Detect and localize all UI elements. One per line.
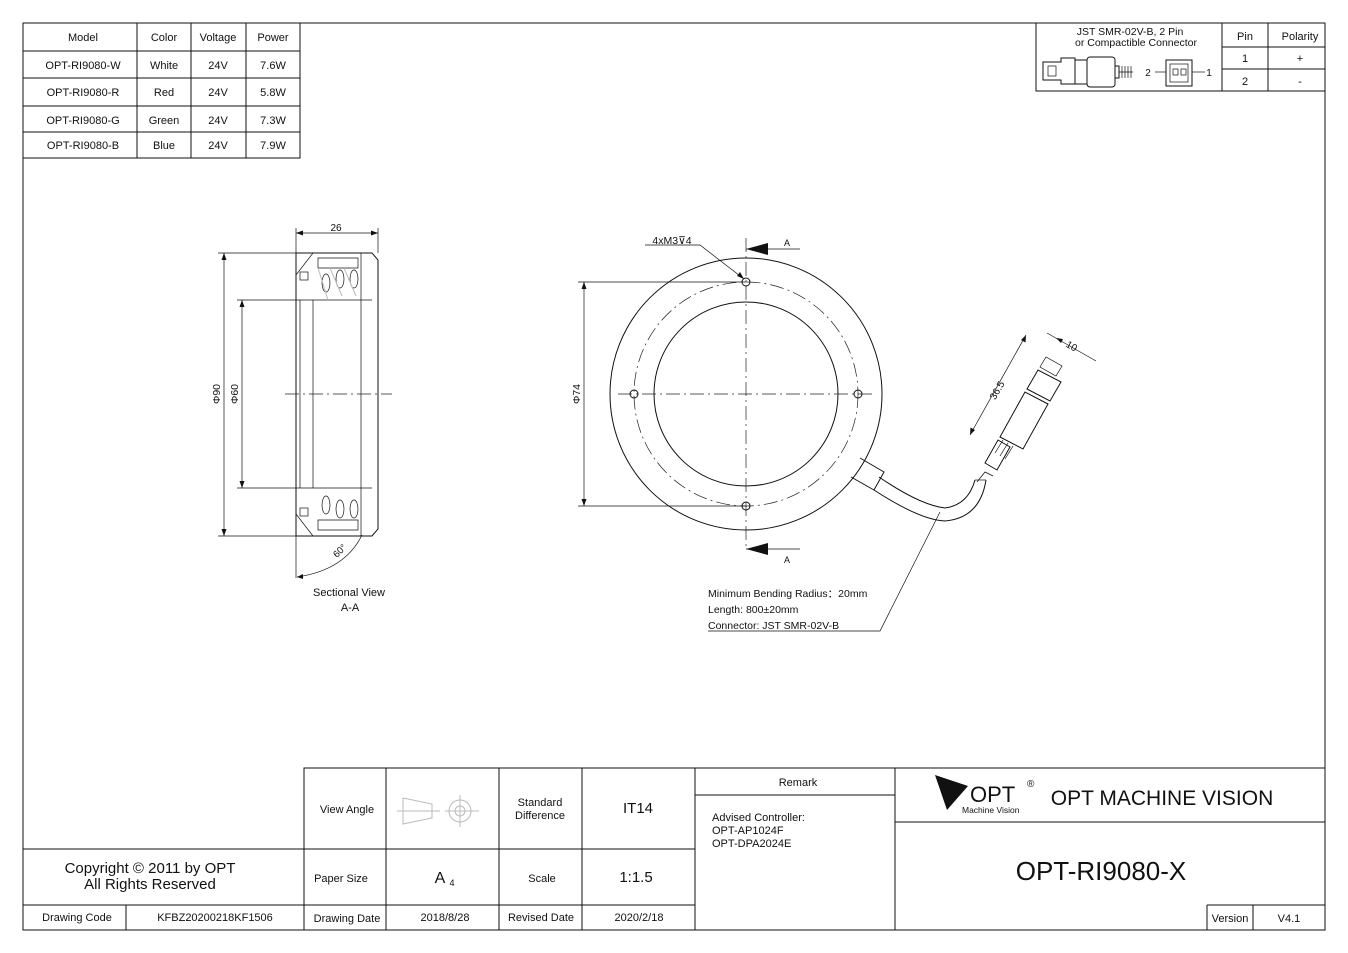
spec-cell: 24V	[208, 115, 228, 127]
spec-cell: OPT-RI9080-W	[45, 60, 121, 72]
paper-size-value: A	[435, 870, 446, 887]
drawing-code-label: Drawing Code	[42, 912, 112, 924]
pin-cell: 1	[1242, 53, 1248, 65]
dim-angle: 60°	[331, 542, 349, 560]
revised-date: 2020/2/18	[615, 912, 664, 924]
drawing-date-label: Drawing Date	[314, 913, 381, 925]
sectional-view-caption: Sectional View	[313, 587, 385, 599]
dim-width-26: 26	[330, 223, 342, 234]
logo-sub: Machine Vision	[962, 805, 1020, 815]
drawing-date: 2018/8/28	[421, 912, 470, 924]
remark-line1: Advised Controller:	[712, 812, 805, 824]
version-label: Version	[1212, 913, 1249, 925]
dim-pcd: Φ74	[571, 384, 583, 404]
connector-pin2-label: 2	[1145, 68, 1151, 79]
connector-sketch-icon	[1042, 56, 1205, 88]
mounting-hole	[853, 389, 863, 399]
spec-cell: White	[150, 60, 178, 72]
spec-cell: Red	[154, 87, 174, 99]
remark-line3: OPT-DPA2024E	[712, 838, 791, 850]
dim-connector-width: 10	[1064, 339, 1080, 354]
model-number: OPT-RI9080-X	[1016, 856, 1187, 886]
remark-label: Remark	[779, 777, 818, 789]
cable-note-length: Length: 800±20mm	[708, 604, 799, 616]
cable-note-bending: Minimum Bending Radius：20mm	[708, 588, 868, 600]
drawing-code: KFBZ20200218KF1506	[157, 912, 273, 924]
front-view	[578, 238, 1097, 632]
remark-line2: OPT-AP1024F	[712, 825, 784, 837]
pin-cell: 2	[1242, 76, 1248, 88]
projection-symbol-icon	[397, 795, 479, 827]
paper-size-label: Paper Size	[314, 873, 368, 885]
spec-header-voltage: Voltage	[200, 32, 237, 44]
holes-note: 4xM3⊽4	[652, 235, 691, 247]
copyright-line2: All Rights Reserved	[84, 876, 216, 893]
dim-inner-dia: Φ60	[229, 384, 241, 404]
spec-cell: 24V	[208, 140, 228, 152]
dim-outer-dia: Φ90	[211, 384, 223, 404]
spec-cell: OPT-RI9080-G	[46, 115, 119, 127]
sectional-view	[218, 228, 392, 579]
mounting-hole	[629, 389, 639, 399]
polarity-header: Polarity	[1282, 31, 1319, 43]
logo-text: OPT	[970, 782, 1015, 807]
spec-cell: Blue	[153, 140, 175, 152]
spec-table: Model Color Voltage Power OPT-RI9080-W W…	[22, 22, 301, 159]
connector-title-line1: JST SMR-02V-B, 2 Pin	[1077, 26, 1184, 38]
company-name: OPT MACHINE VISION	[1051, 787, 1273, 810]
spec-cell: 24V	[208, 60, 228, 72]
led-group-top-icon	[299, 257, 359, 301]
section-mark-top: A	[784, 238, 790, 248]
polarity-cell: -	[1298, 76, 1302, 88]
spec-cell: OPT-RI9080-R	[47, 87, 120, 99]
spec-cell: Green	[149, 115, 180, 127]
spec-header-power: Power	[257, 32, 289, 44]
spec-cell: 7.6W	[260, 60, 286, 72]
section-mark-bottom: A	[784, 555, 790, 565]
dim-connector-length: 36.5	[988, 379, 1007, 402]
connector-pin1-label: 1	[1206, 68, 1212, 79]
sectional-view-label: A-A	[341, 602, 360, 614]
connector-table: JST SMR-02V-B, 2 Pin or Compactible Conn…	[1035, 22, 1326, 92]
cable-note-connector: Connector: JST SMR-02V-B	[708, 620, 839, 632]
scale-label: Scale	[528, 873, 556, 885]
spec-cell: 5.8W	[260, 87, 286, 99]
title-block	[23, 767, 1326, 931]
spec-cell: OPT-RI9080-B	[47, 140, 119, 152]
logo-reg: ®	[1027, 779, 1035, 790]
spec-cell: 7.9W	[260, 140, 286, 152]
cable-icon	[850, 356, 1063, 522]
copyright-line1: Copyright © 2011 by OPT	[65, 860, 236, 877]
led-group-bottom-icon	[299, 495, 359, 531]
spec-cell: 7.3W	[260, 115, 286, 127]
paper-size-sub: 4	[449, 878, 454, 888]
standard-diff-value: IT14	[623, 800, 653, 817]
spec-header-model: Model	[68, 32, 98, 44]
opt-logo-icon: OPT ® Machine Vision	[935, 775, 1035, 815]
pin-header: Pin	[1237, 31, 1253, 43]
version-value: V4.1	[1278, 913, 1301, 925]
spec-header-color: Color	[151, 32, 178, 44]
scale-value: 1:1.5	[619, 869, 652, 886]
view-angle-label: View Angle	[320, 804, 374, 816]
connector-title-line2: or Compactible Connector	[1075, 37, 1197, 49]
spec-cell: 24V	[208, 87, 228, 99]
revised-date-label: Revised Date	[508, 912, 574, 924]
polarity-cell: +	[1297, 53, 1303, 65]
